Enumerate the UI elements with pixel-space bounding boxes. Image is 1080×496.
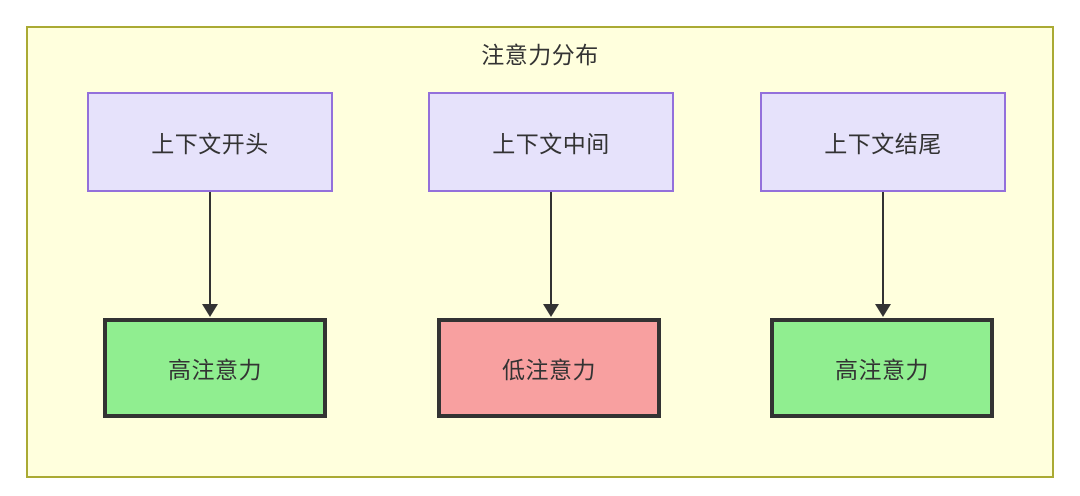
node-label: 高注意力 bbox=[168, 357, 262, 383]
arrow-down-icon bbox=[543, 304, 559, 317]
cluster-title: 注意力分布 bbox=[481, 42, 599, 68]
node-high-attention-end[interactable]: 高注意力 bbox=[770, 318, 994, 418]
node-context-middle[interactable]: 上下文中间 bbox=[428, 92, 674, 192]
arrow-down-icon bbox=[202, 304, 218, 317]
edge-context-start-to-high-attention bbox=[209, 192, 211, 306]
node-label: 低注意力 bbox=[502, 357, 596, 383]
node-low-attention-middle[interactable]: 低注意力 bbox=[437, 318, 661, 418]
node-context-start[interactable]: 上下文开头 bbox=[87, 92, 333, 192]
node-context-end[interactable]: 上下文结尾 bbox=[760, 92, 1006, 192]
node-high-attention-start[interactable]: 高注意力 bbox=[103, 318, 327, 418]
arrow-down-icon bbox=[875, 304, 891, 317]
node-label: 上下文中间 bbox=[492, 131, 610, 157]
edge-context-middle-to-low-attention bbox=[550, 192, 552, 306]
node-label: 上下文结尾 bbox=[824, 131, 942, 157]
node-label: 上下文开头 bbox=[151, 131, 269, 157]
node-label: 高注意力 bbox=[835, 357, 929, 383]
edge-context-end-to-high-attention bbox=[882, 192, 884, 306]
